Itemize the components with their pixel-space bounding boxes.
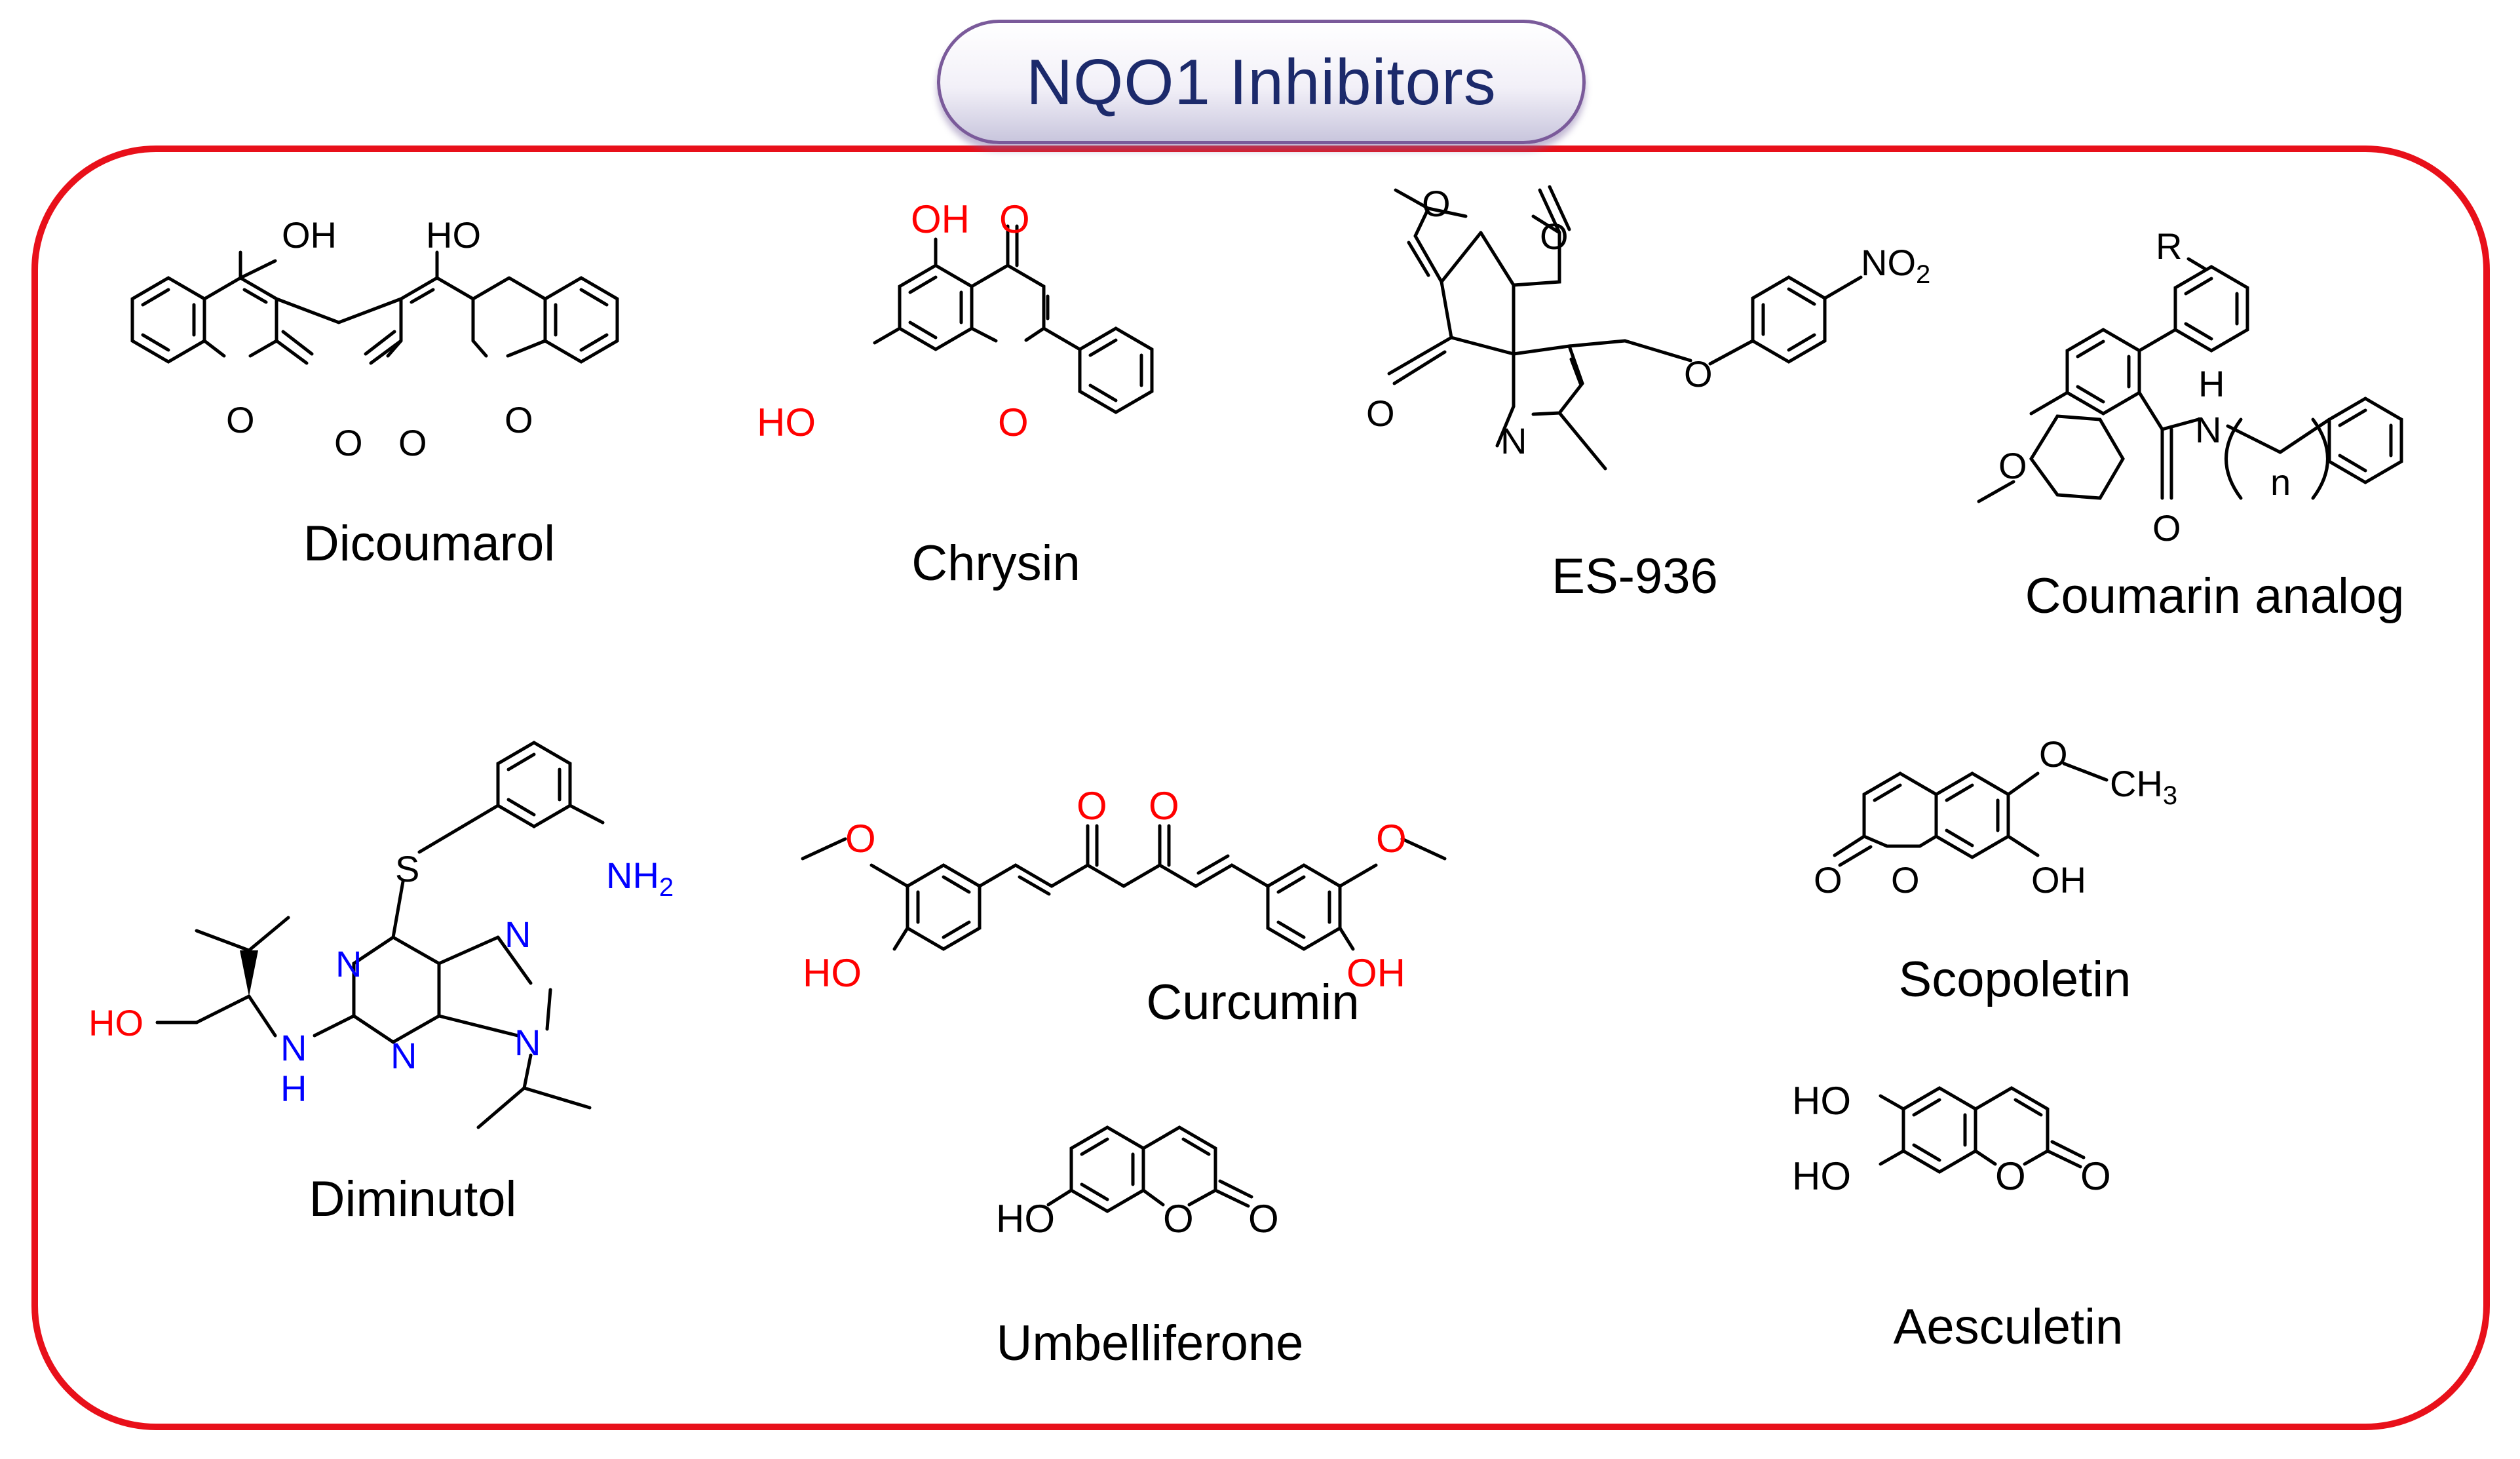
scopoletin-label: Scopoletin bbox=[1899, 952, 2131, 1007]
scopoletin-ch3-label: CH bbox=[2110, 763, 2163, 804]
aesculetin-label: Aesculetin bbox=[1894, 1299, 2124, 1355]
chrysin-o-keto: O bbox=[999, 197, 1030, 241]
aesculetin-structure: HO HO O O Aesculetin bbox=[1792, 1079, 2123, 1355]
scopoletin-o-keto: O bbox=[1814, 859, 1842, 901]
dicoumarol-oh-right: HO bbox=[426, 214, 481, 256]
umbelliferone-ho: HO bbox=[996, 1197, 1055, 1241]
scopoletin-structure: O CH3 O O OH Scopoletin bbox=[1814, 733, 2177, 1007]
diminutol-nh2-sub: 2 bbox=[659, 873, 674, 902]
diminutol-n9: N bbox=[514, 1022, 541, 1063]
title-pill: NQO1 Inhibitors bbox=[937, 20, 1586, 144]
es936-nitro-label: NO bbox=[1861, 242, 1916, 283]
curcumin-o-methoxy-left: O bbox=[845, 817, 876, 861]
diminutol-n3: N bbox=[391, 1035, 417, 1076]
coumarin-analog-o-methoxy: O bbox=[1998, 445, 2027, 486]
chrysin-label: Chrysin bbox=[911, 535, 1080, 591]
diminutol-label: Diminutol bbox=[309, 1171, 517, 1227]
diminutol-nh2-label: NH bbox=[606, 855, 659, 896]
curcumin-o-keto-1: O bbox=[1077, 784, 1107, 828]
dicoumarol-o-carb-left: O bbox=[334, 422, 363, 463]
umbelliferone-structure: HO O O Umbelliferone bbox=[996, 1125, 1304, 1371]
compounds-frame bbox=[31, 146, 2490, 1430]
aesculetin-o-keto: O bbox=[2080, 1154, 2111, 1198]
dicoumarol-label: Dicoumarol bbox=[303, 516, 555, 572]
curcumin-ho-left: HO bbox=[803, 951, 862, 995]
coumarin-analog-o-amide: O bbox=[2152, 507, 2181, 549]
figure-title: NQO1 Inhibitors bbox=[1026, 45, 1497, 118]
dicoumarol-structure: OH HO O O O O Dicoumarol bbox=[130, 214, 619, 572]
scopoletin-ch3: CH3 bbox=[2110, 763, 2177, 810]
aesculetin-ho-top: HO bbox=[1792, 1079, 1851, 1123]
coumarin-analog-n-amide: N bbox=[2195, 409, 2221, 450]
umbelliferone-o-ring: O bbox=[1163, 1197, 1194, 1241]
dicoumarol-oh-left: OH bbox=[282, 214, 337, 256]
scopoletin-oh: OH bbox=[2031, 859, 2086, 901]
chrysin-structure: OH O HO O Chrysin bbox=[757, 197, 1154, 591]
es936-nitro-sub: 2 bbox=[1916, 260, 1930, 289]
es936-nitro: NO2 bbox=[1861, 242, 1930, 289]
chrysin-o-ring: O bbox=[998, 400, 1029, 444]
umbelliferone-o-keto: O bbox=[1248, 1197, 1279, 1241]
curcumin-structure: O O O HO O OH Curcumin bbox=[801, 784, 1447, 1030]
diminutol-ho: HO bbox=[88, 1002, 143, 1043]
coumarin-analog-r-group: R bbox=[2156, 225, 2182, 267]
diminutol-n7: N bbox=[505, 914, 531, 955]
umbelliferone-label: Umbelliferone bbox=[997, 1315, 1304, 1371]
es936-o-ether: O bbox=[1684, 353, 1713, 395]
diminutol-structure: S NH2 N N N N N H HO Diminutol bbox=[88, 741, 674, 1227]
coumarin-analog-h-amide: H bbox=[2198, 363, 2224, 404]
scopoletin-o-methoxy: O bbox=[2039, 733, 2068, 775]
dicoumarol-o-ring-right: O bbox=[505, 399, 533, 440]
aesculetin-o-ring: O bbox=[1995, 1154, 2026, 1198]
diminutol-n1: N bbox=[335, 943, 362, 984]
diminutol-nh-h: H bbox=[280, 1068, 307, 1109]
curcumin-label: Curcumin bbox=[1146, 975, 1359, 1030]
dicoumarol-o-ring-left: O bbox=[226, 399, 255, 440]
es936-o-keto-left: O bbox=[1366, 393, 1395, 434]
coumarin-analog-structure: R H N O n O Coumarin analog bbox=[1977, 225, 2405, 624]
es-936-structure: O O O N O NO2 ES-936 bbox=[1366, 183, 1930, 604]
curcumin-oh-right: OH bbox=[1346, 951, 1405, 995]
scopoletin-ch3-sub: 3 bbox=[2163, 781, 2177, 810]
dicoumarol-o-carb-right: O bbox=[398, 422, 427, 463]
diminutol-nh: N bbox=[280, 1027, 307, 1068]
curcumin-o-keto-2: O bbox=[1149, 784, 1179, 828]
es936-o-methoxy: O bbox=[1422, 183, 1451, 224]
diminutol-s: S bbox=[395, 848, 419, 889]
coumarin-analog-n-repeat: n bbox=[2270, 461, 2291, 503]
diminutol-nh2: NH2 bbox=[606, 855, 674, 902]
es-936-label: ES-936 bbox=[1552, 549, 1718, 604]
coumarin-analog-label: Coumarin analog bbox=[2025, 568, 2405, 624]
es936-o-keto-top: O bbox=[1540, 216, 1569, 257]
chrysin-oh-top: OH bbox=[911, 197, 970, 241]
chrysin-ho-left: HO bbox=[757, 400, 816, 444]
es936-n-ring: N bbox=[1500, 420, 1527, 461]
aesculetin-ho-bottom: HO bbox=[1792, 1154, 1851, 1198]
scopoletin-o-ring: O bbox=[1891, 859, 1920, 901]
curcumin-o-methoxy-right: O bbox=[1376, 817, 1407, 861]
